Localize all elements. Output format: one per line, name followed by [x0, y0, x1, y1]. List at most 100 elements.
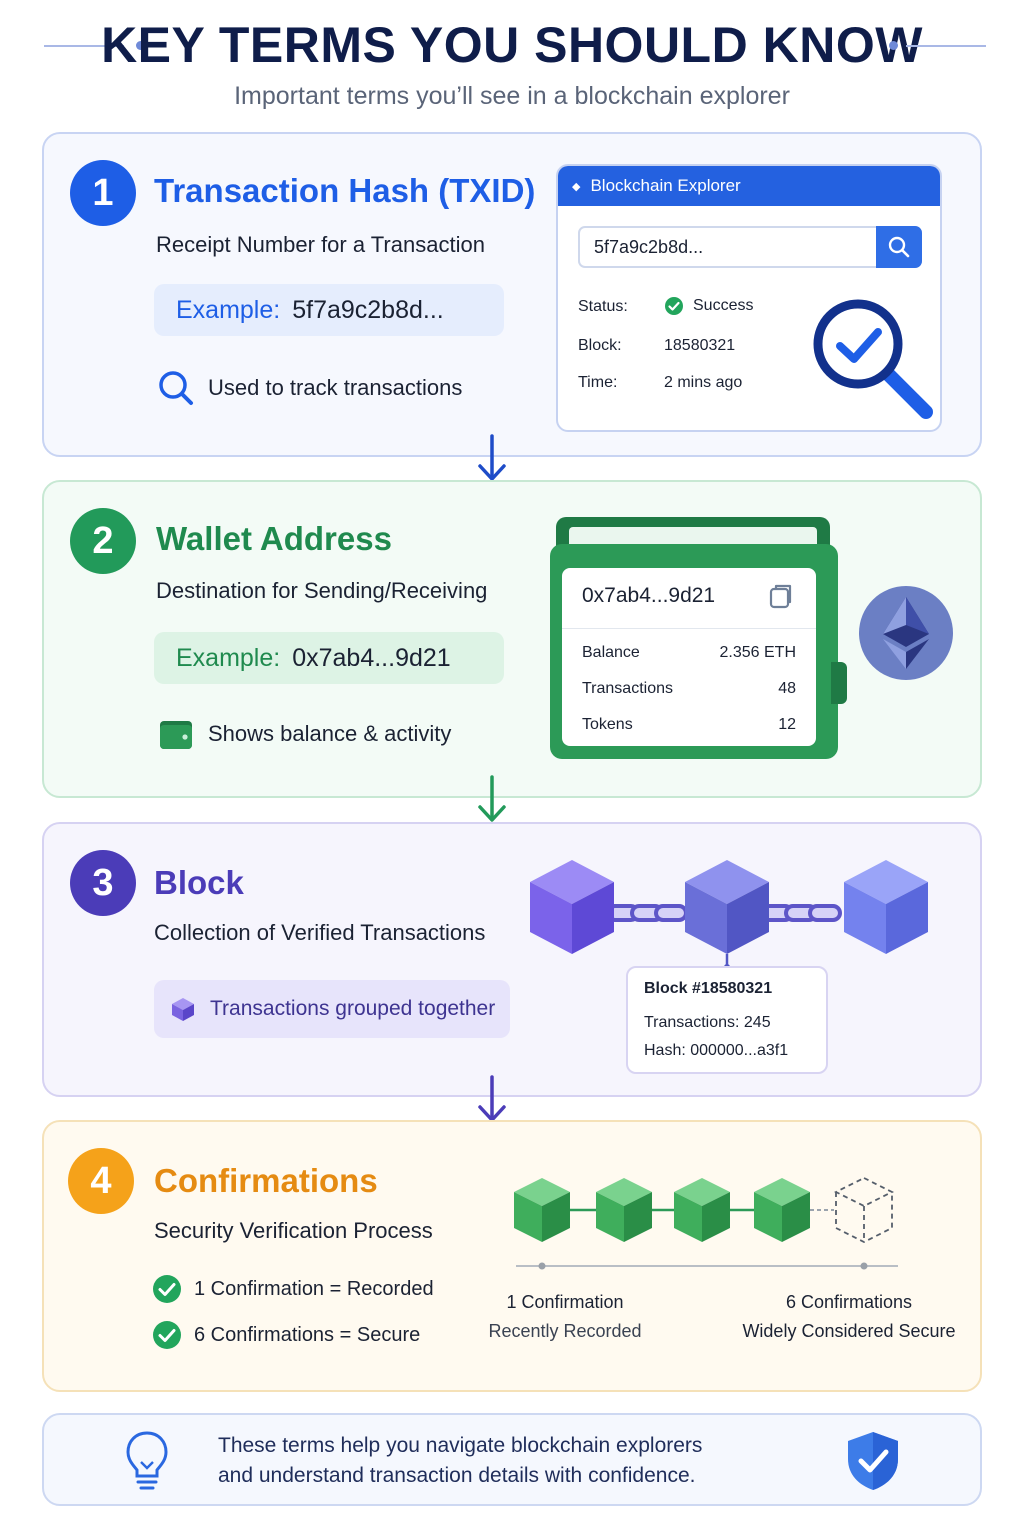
confirmation-caption-left: 1 Confirmation Recently Recorded [460, 1292, 670, 1342]
decorative-dot-left [136, 41, 145, 50]
term-title: Transaction Hash (TXID) [154, 172, 536, 209]
step-number-badge: 4 [68, 1148, 134, 1214]
check-item: 1 Confirmation = Recorded [152, 1274, 434, 1304]
search-value: 5f7a9c2b8d... [594, 236, 704, 257]
wallet-row-value: 12 [778, 716, 796, 733]
blockchain-illustration [530, 860, 928, 970]
block-info-title: Block #18580321 [644, 980, 773, 997]
page-title: KEY TERMS YOU SHOULD KNOW [101, 17, 923, 73]
search-icon [159, 371, 193, 405]
wallet-row-value: 2.356 ETH [719, 644, 796, 661]
example-pill: Example: 0x7ab4...9d21 [154, 632, 504, 684]
decorative-dot-right [889, 41, 898, 50]
search-icon [888, 236, 910, 258]
term-note-text: Transactions grouped together [210, 997, 496, 1020]
term-card-wallet-address: 2 Wallet Address Destination for Sending… [42, 480, 982, 798]
wallet-row-label: Transactions [582, 680, 673, 697]
pending-block-icon [833, 1176, 895, 1244]
example-value: 5f7a9c2b8d... [292, 295, 444, 324]
confirmation-chain-illustration [514, 1176, 898, 1270]
lightbulb-icon [126, 1431, 168, 1490]
arrow-down-icon [478, 775, 506, 822]
term-card-block: 3 Block Collection of Verified Transacti… [42, 822, 982, 1097]
block-value: 18580321 [664, 337, 736, 354]
check-circle-icon [153, 1321, 181, 1349]
confirmation-caption-title: 6 Confirmations [785, 1292, 913, 1312]
example-label: Example: [176, 643, 281, 672]
example-value: 0x7ab4...9d21 [292, 643, 451, 672]
chain-link-icon [760, 904, 842, 922]
block-cube-icon [530, 860, 614, 954]
time-label: Time: [578, 374, 618, 391]
block-label: Block: [578, 337, 622, 354]
shield-check-icon [848, 1432, 898, 1490]
term-description: Security Verification Process [154, 1218, 433, 1243]
block-cube-icon [685, 860, 769, 954]
diamond-icon: ◆ [572, 180, 581, 193]
arrow-down-icon [478, 1075, 506, 1122]
term-note-text: Used to track transactions [208, 375, 463, 400]
term-title: Confirmations [154, 1162, 378, 1199]
search-button[interactable] [876, 226, 922, 268]
cube-icon [172, 998, 194, 1021]
wallet-row-value: 48 [778, 680, 796, 697]
page-subtitle: Important terms you’ll see in a blockcha… [234, 82, 790, 110]
explorer-window: ◆ Blockchain Explorer 5f7a9c2b8d... Stat… [556, 164, 942, 432]
confirmation-caption-sub: Recently Recorded [488, 1321, 642, 1341]
term-title: Block [154, 864, 244, 901]
wallet-clasp [831, 662, 847, 704]
footer-line: These terms help you navigate blockchain… [218, 1434, 703, 1457]
status-value: Success [664, 296, 753, 316]
step-number-badge: 2 [70, 508, 136, 574]
term-note: Shows balance & activity [158, 716, 451, 752]
decorative-line-left [44, 45, 124, 47]
footer-tip: These terms help you navigate blockchain… [42, 1413, 982, 1506]
wallet-icon [160, 721, 192, 749]
check-item: 6 Confirmations = Secure [152, 1320, 420, 1350]
confirmation-caption-right: 6 Confirmations Widely Considered Secure [730, 1292, 968, 1342]
check-circle-icon [665, 297, 683, 315]
check-item-text: 6 Confirmations = Secure [194, 1323, 421, 1346]
header: KEY TERMS YOU SHOULD KNOW Important term… [0, 0, 1024, 130]
block-info-card: Block #18580321 Transactions: 245 Hash: … [626, 966, 828, 1074]
example-pill: Example: 5f7a9c2b8d... [154, 284, 504, 336]
decorative-line-right [906, 45, 986, 47]
chain-link-icon [606, 904, 688, 922]
explorer-header-title: Blockchain Explorer [590, 176, 741, 195]
block-info-transactions: Transactions: 245 [644, 1014, 771, 1031]
ethereum-icon [859, 586, 953, 680]
divider [562, 628, 816, 629]
wallet-row-label: Balance [582, 644, 640, 661]
confirmed-block-icon [754, 1178, 810, 1242]
confirmed-block-icon [674, 1178, 730, 1242]
block-info-hash: Hash: 000000...a3f1 [644, 1042, 789, 1059]
term-card-transaction-hash: 1 Transaction Hash (TXID) Receipt Number… [42, 132, 982, 457]
footer-line: and understand transaction details with … [218, 1464, 696, 1487]
confirmation-caption-sub: Widely Considered Secure [742, 1321, 956, 1341]
wallet-info-card: 0x7ab4...9d21 Balance 2.356 ETH Transact… [562, 568, 816, 746]
term-description: Receipt Number for a Transaction [156, 232, 485, 257]
status-text: Success [693, 297, 754, 314]
copy-icon[interactable] [768, 582, 794, 610]
step-number-badge: 3 [70, 850, 136, 916]
magnifier-check-icon [813, 299, 933, 419]
term-note-text: Shows balance & activity [208, 721, 452, 746]
block-cube-icon [844, 860, 928, 954]
status-label: Status: [578, 298, 628, 315]
step-number-badge: 1 [70, 160, 136, 226]
confirmation-caption-title: 1 Confirmation [506, 1292, 624, 1312]
check-item-text: 1 Confirmation = Recorded [194, 1277, 434, 1300]
confirmed-block-icon [596, 1178, 652, 1242]
explorer-search-input[interactable]: 5f7a9c2b8d... [578, 226, 922, 268]
term-description: Destination for Sending/Receiving [156, 578, 488, 603]
time-value: 2 mins ago [664, 374, 743, 391]
wallet-address: 0x7ab4...9d21 [582, 584, 716, 607]
wallet-row-label: Tokens [582, 716, 633, 733]
confirmed-block-icon [514, 1178, 570, 1242]
arrow-down-icon [478, 434, 506, 481]
footer-message: These terms help you navigate blockchain… [218, 1431, 702, 1491]
term-note: Used to track transactions [156, 368, 462, 408]
term-description: Collection of Verified Transactions [154, 920, 486, 945]
term-card-confirmations: 4 Confirmations Security Verification Pr… [42, 1120, 982, 1392]
explorer-header: ◆ Blockchain Explorer [558, 166, 940, 206]
